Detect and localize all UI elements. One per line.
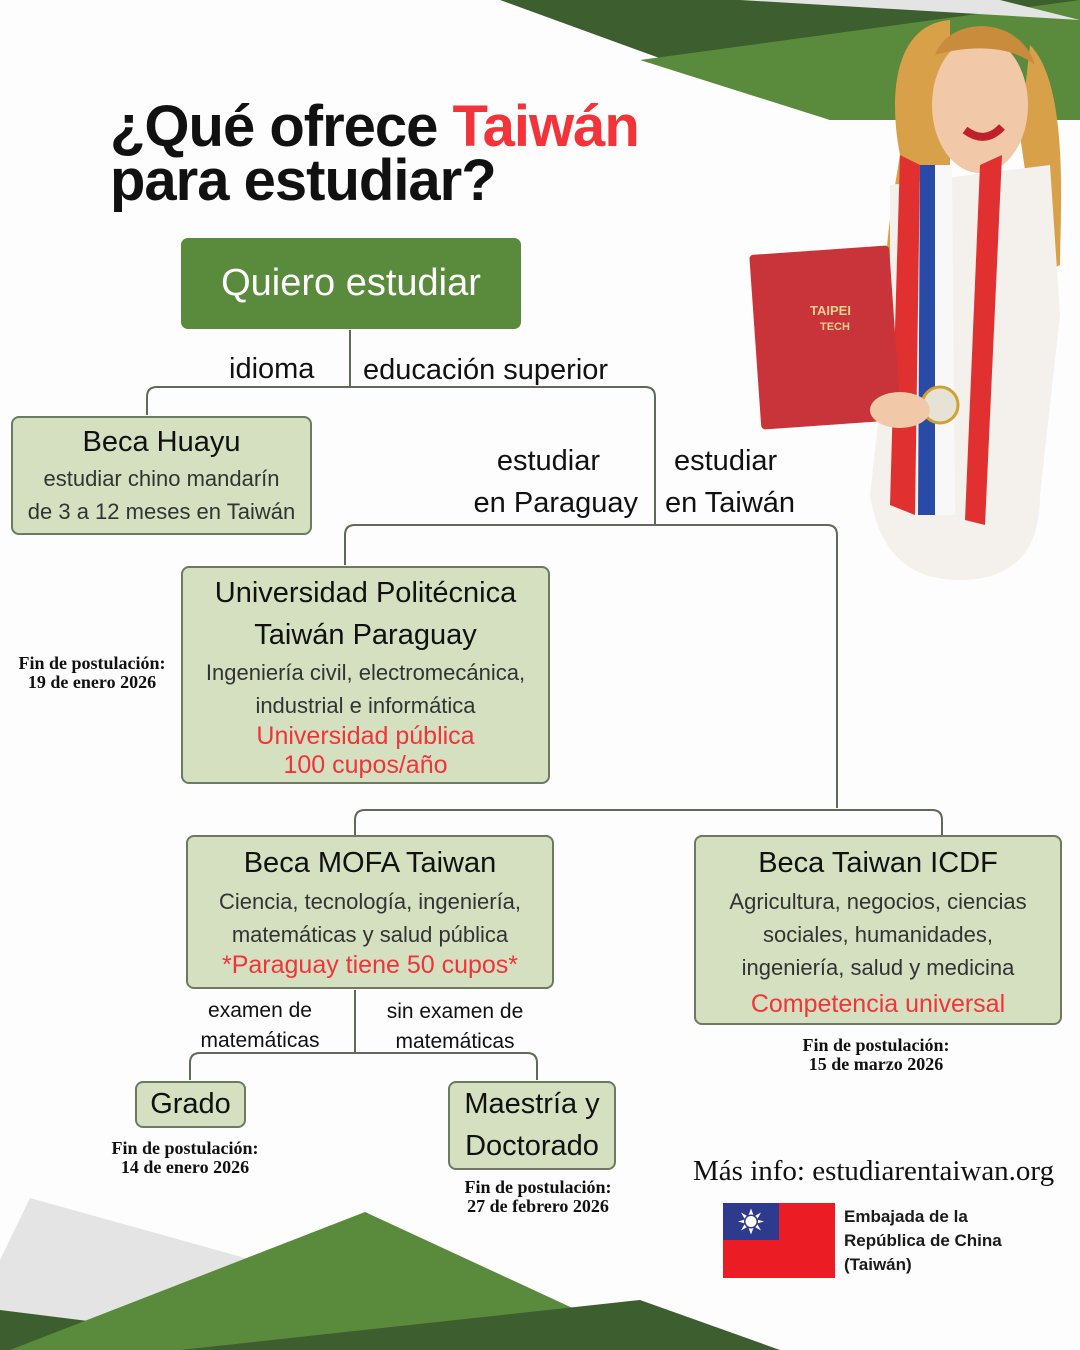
highlight: Universidad pública bbox=[256, 722, 475, 750]
beca-mofa-box: Beca MOFA Taiwan Ciencia, tecnología, in… bbox=[186, 835, 554, 989]
branch-paraguay: estudiar en Paraguay bbox=[450, 440, 638, 524]
branch-exam: examen de matemáticas bbox=[185, 996, 335, 1056]
label: estudiar bbox=[674, 445, 778, 477]
taiwan-flag-icon bbox=[723, 1203, 835, 1278]
label: en Paraguay bbox=[473, 487, 638, 519]
box-title: Universidad Politécnica bbox=[214, 577, 517, 609]
deadline-date: 27 de febrero 2026 bbox=[467, 1196, 609, 1216]
highlight: *Paraguay tiene 50 cupos* bbox=[221, 951, 519, 979]
maestria-deadline: Fin de postulación: 27 de febrero 2026 bbox=[452, 1178, 624, 1216]
svg-text:TECH: TECH bbox=[820, 321, 850, 333]
label: estudiar bbox=[496, 445, 600, 477]
box-title: Beca Taiwan ICDF bbox=[758, 847, 998, 879]
branch-educacion-superior: educación superior bbox=[363, 354, 609, 386]
maestria-box: Maestría y Doctorado bbox=[448, 1081, 616, 1170]
embassy-line: Embajada de la bbox=[844, 1207, 968, 1226]
student-illustration: TAIPEI TECH bbox=[749, 20, 1062, 580]
box-text: matemáticas y salud pública bbox=[231, 922, 509, 947]
branch-idioma: idioma bbox=[229, 353, 315, 385]
label: matemáticas bbox=[200, 1029, 320, 1052]
title-highlight: Taiwán bbox=[452, 94, 640, 159]
box-text: Ingeniería civil, electromecánica, bbox=[205, 660, 526, 685]
deadline-date: 14 de enero 2026 bbox=[120, 1157, 250, 1177]
page-title: ¿Qué ofrece Taiwán para estudiar? bbox=[110, 98, 640, 213]
box-text: industrial e informática bbox=[255, 693, 476, 718]
utp-box: Universidad Politécnica Taiwán Paraguay … bbox=[181, 566, 550, 784]
box-title: Doctorado bbox=[465, 1130, 599, 1162]
branch-taiwan: estudiar en Taiwán bbox=[665, 440, 795, 524]
box-text: ingeniería, salud y medicina bbox=[741, 955, 1015, 980]
label: sin examen de bbox=[386, 1000, 524, 1023]
svg-text:TAIPEI: TAIPEI bbox=[810, 303, 851, 318]
root-node: Quiero estudiar bbox=[181, 238, 521, 329]
label: examen de bbox=[208, 999, 312, 1022]
deadline-label: Fin de postulación: bbox=[802, 1035, 950, 1055]
label: matemáticas bbox=[395, 1030, 515, 1053]
beca-huayu-box: Beca Huayu estudiar chino mandarín de 3 … bbox=[11, 416, 312, 535]
embassy-name: Embajada de la República de China (Taiwá… bbox=[844, 1205, 1002, 1277]
label: en Taiwán bbox=[665, 487, 796, 519]
box-text: de 3 a 12 meses en Taiwán bbox=[27, 499, 296, 524]
deadline-label: Fin de postulación: bbox=[464, 1177, 612, 1197]
box-text: Ciencia, tecnología, ingeniería, bbox=[218, 889, 522, 914]
grado-box: Grado bbox=[135, 1081, 246, 1128]
box-title: Beca Huayu bbox=[82, 426, 241, 458]
more-info-link[interactable]: Más info: estudiarentaiwan.org bbox=[693, 1155, 1055, 1187]
utp-deadline: Fin de postulación: 19 de enero 2026 bbox=[8, 654, 176, 692]
embassy-line: (Taiwán) bbox=[844, 1255, 912, 1274]
highlight: Competencia universal bbox=[750, 990, 1006, 1018]
box-title: Maestría y bbox=[464, 1088, 600, 1120]
icdf-deadline: Fin de postulación: 15 de marzo 2026 bbox=[790, 1036, 962, 1074]
title-part2: para estudiar? bbox=[110, 148, 497, 213]
deadline-date: 15 de marzo 2026 bbox=[808, 1054, 944, 1074]
embassy-line: República de China bbox=[844, 1231, 1002, 1250]
deadline-label: Fin de postulación: bbox=[111, 1138, 259, 1158]
grado-deadline: Fin de postulación: 14 de enero 2026 bbox=[100, 1139, 270, 1177]
box-text: Agricultura, negocios, ciencias bbox=[729, 889, 1027, 914]
box-title: Beca MOFA Taiwan bbox=[243, 847, 497, 879]
deadline-date: 19 de enero 2026 bbox=[27, 672, 157, 692]
highlight: 100 cupos/año bbox=[283, 751, 448, 779]
box-title: Taiwán Paraguay bbox=[254, 619, 477, 651]
beca-icdf-box: Beca Taiwan ICDF Agricultura, negocios, … bbox=[694, 835, 1062, 1025]
box-text: estudiar chino mandarín bbox=[43, 466, 280, 491]
branch-no-exam: sin examen de matemáticas bbox=[370, 997, 540, 1057]
box-text: sociales, humanidades, bbox=[763, 922, 993, 947]
deadline-label: Fin de postulación: bbox=[18, 653, 166, 673]
title-part1: ¿Qué ofrece bbox=[110, 94, 453, 159]
